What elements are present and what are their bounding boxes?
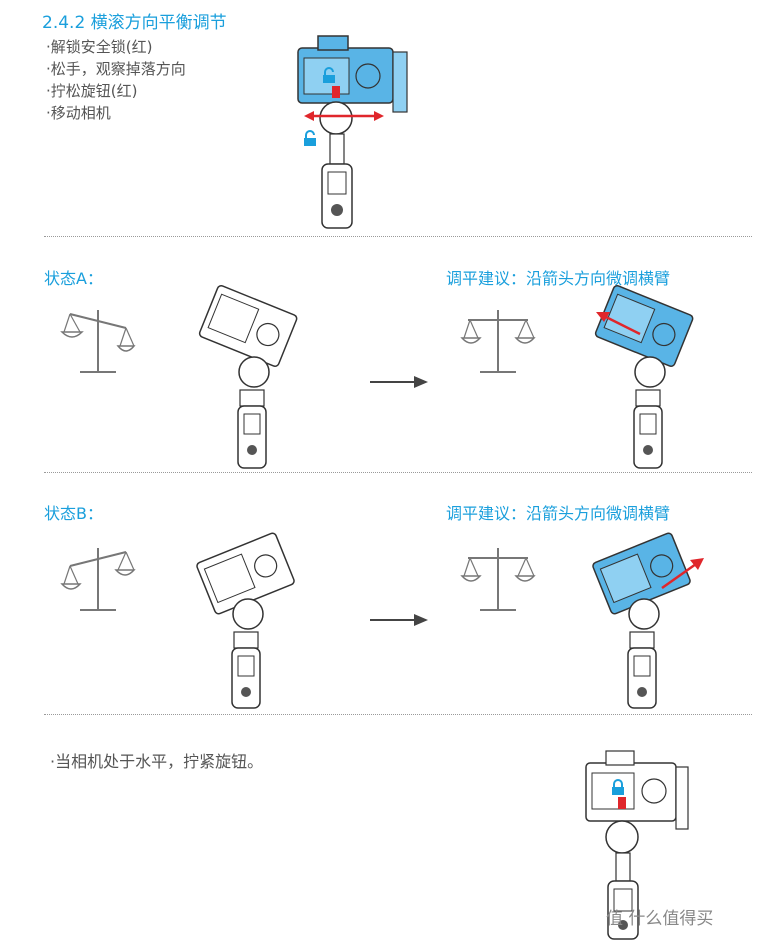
state-b-advice: 调平建议：沿箭头方向微调横臂 <box>446 504 671 523</box>
gimbal-camera-illustration <box>594 285 694 469</box>
gimbal-camera-illustration <box>196 532 295 709</box>
gimbal-camera-illustration <box>297 35 408 229</box>
section-title: 2.4.2 横滚方向平衡调节 <box>42 13 227 33</box>
lock-icon <box>612 779 624 795</box>
unlock-icon <box>323 67 335 83</box>
step-3: ·拧松旋钮(红) <box>46 82 138 100</box>
step-4: ·移动相机 <box>46 104 111 122</box>
gimbal-camera-illustration <box>592 532 704 709</box>
separator <box>44 236 752 237</box>
final-note: ·当相机处于水平，拧紧旋钮。 <box>50 752 264 771</box>
unlock-icon <box>304 130 316 146</box>
step-1: ·解锁安全锁(红) <box>46 38 153 56</box>
gimbal-camera-illustration <box>198 285 298 469</box>
watermark: 值 什么值得买 <box>606 909 714 929</box>
state-a-label: 状态A： <box>44 269 103 288</box>
separator <box>44 472 752 473</box>
right-arrow-icon <box>370 614 428 626</box>
state-b-label: 状态B： <box>44 504 103 523</box>
balance-scale-icon <box>60 310 136 373</box>
separator <box>44 714 752 715</box>
balance-scale-icon <box>60 548 136 611</box>
gimbal-camera-illustration <box>585 750 689 940</box>
step-2: ·松手，观察掉落方向 <box>46 60 186 78</box>
state-a-advice: 调平建议：沿箭头方向微调横臂 <box>446 269 671 288</box>
balance-scale-icon <box>460 548 536 611</box>
balance-scale-icon <box>460 310 536 373</box>
right-arrow-icon <box>370 376 428 388</box>
